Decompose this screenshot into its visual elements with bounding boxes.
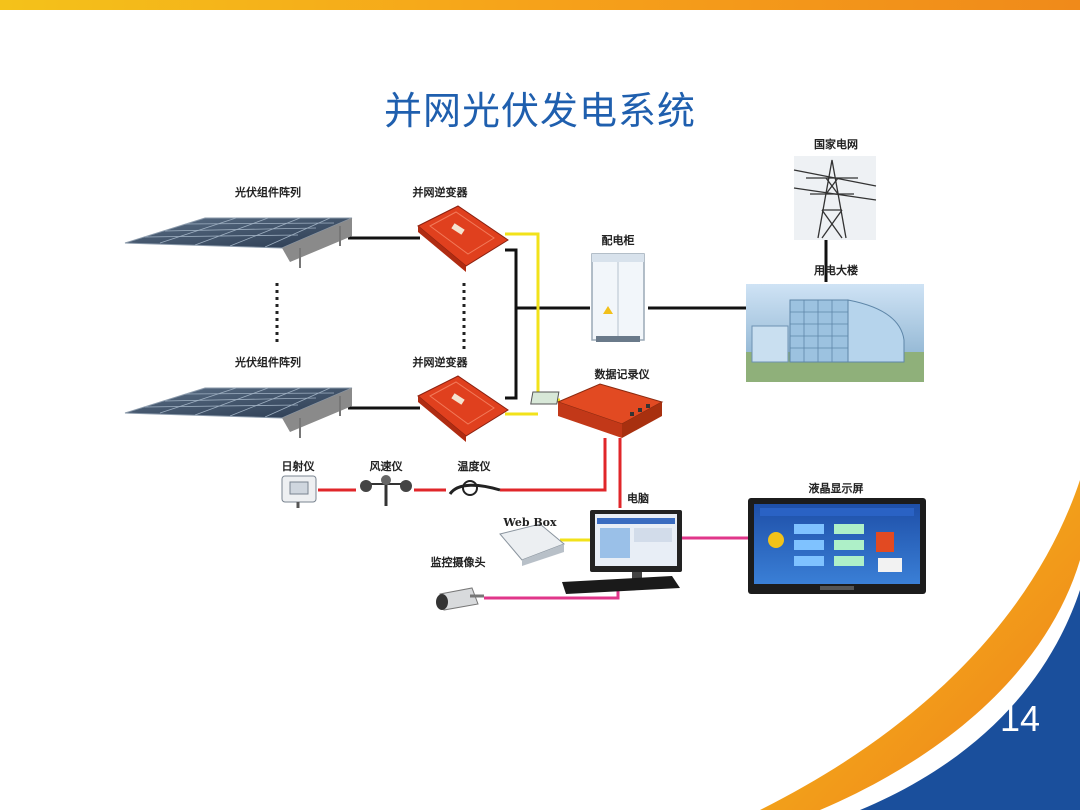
- anemometer-device: [360, 475, 412, 506]
- pv-array-top-label: 光伏组件阵列: [234, 185, 301, 199]
- page-number: 14: [1000, 698, 1041, 739]
- thermometer-device: [448, 480, 501, 496]
- camera-label: 监控摄像头: [431, 555, 486, 569]
- surveillance-camera: [436, 587, 484, 611]
- slide-title: 并网光伏发电系统: [383, 89, 696, 133]
- web-box-label: Web Box: [502, 516, 557, 529]
- dc-yellow-lines: [505, 232, 590, 542]
- signal-red-lines: [318, 438, 622, 508]
- distribution-cabinet: [591, 253, 645, 342]
- thermometer-label: 温度仪: [458, 459, 492, 473]
- inverter-top: [417, 205, 509, 272]
- lcd-display-label: 液晶显示屏: [809, 481, 864, 495]
- building-photo: [746, 284, 924, 382]
- anemometer-label: 风速仪: [370, 459, 404, 473]
- distribution-cabinet-label: 配电柜: [602, 233, 635, 247]
- top-accent-bar: [0, 0, 1080, 10]
- lcd-display-device: [748, 498, 926, 594]
- web-box-device: [499, 523, 565, 566]
- pv-array-bottom: [124, 387, 353, 438]
- computer-label: 电脑: [627, 491, 649, 505]
- irradiance-meter-label: 日射仪: [282, 459, 316, 473]
- power-tower: [793, 156, 877, 240]
- inverter-top-label: 并网逆变器: [413, 185, 469, 199]
- power-lines: [348, 236, 828, 410]
- corner-decoration: [760, 480, 1080, 810]
- data-logger-label: 数据记录仪: [595, 367, 651, 381]
- building-label: 用电大楼: [814, 263, 858, 277]
- inverter-bottom-label: 并网逆变器: [413, 355, 469, 369]
- inverter-bottom: [417, 375, 509, 442]
- national-grid-label: 国家电网: [814, 137, 858, 151]
- pv-array-bottom-label: 光伏组件阵列: [234, 355, 301, 369]
- irradiance-meter-device: [281, 475, 317, 508]
- computer-device: [562, 510, 682, 594]
- data-logger: [530, 383, 664, 438]
- pv-array-top: [124, 217, 353, 268]
- continuation-dots: [275, 283, 466, 350]
